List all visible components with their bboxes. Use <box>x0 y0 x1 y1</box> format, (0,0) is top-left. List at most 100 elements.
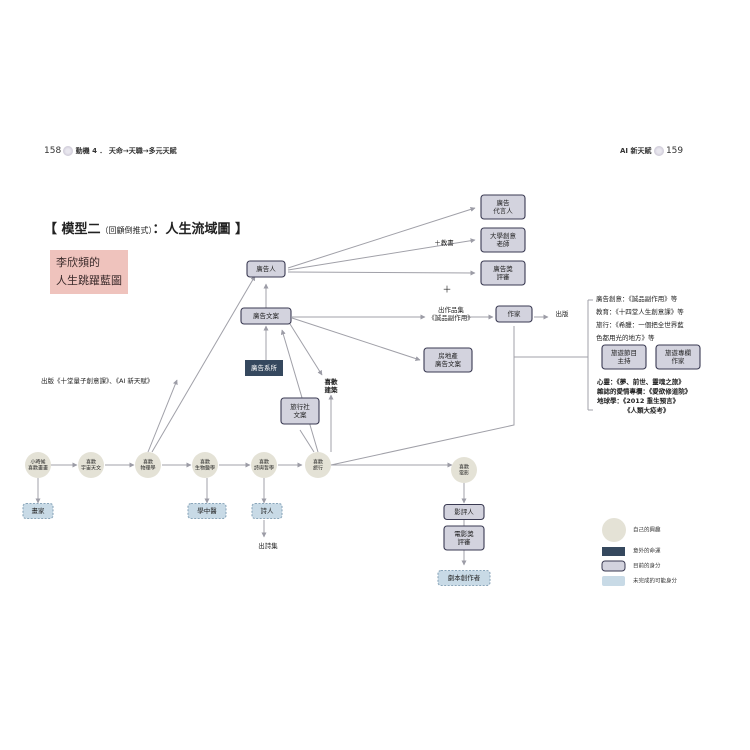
edge-ad-man-to-spokesperson <box>287 206 476 269</box>
annotation-plus: ＋ <box>442 285 451 296</box>
node-painter: 畫家 <box>22 502 54 520</box>
interest-label: 喜歡 <box>259 458 269 465</box>
identity-box <box>443 503 485 521</box>
legend-label: 自己的興趣 <box>633 526 661 534</box>
annotation-like-architecture: 喜歡 <box>325 377 339 386</box>
unrealized-box <box>251 502 283 520</box>
edge-ad-man-to-award-judge <box>287 270 476 276</box>
rosette-ornament-icon <box>63 146 74 156</box>
edge-copy-to-realestate <box>291 317 421 361</box>
connector-lines <box>35 206 593 566</box>
person-label-line: 人生跳躍藍圖 <box>56 274 122 287</box>
book-list-line: 雜誌的愛情專欄：《愛欲修道院》 <box>597 387 691 396</box>
edge-physics-to-publish-left <box>147 379 178 453</box>
unrealized-label: 學中醫 <box>197 506 217 515</box>
interest-circle <box>305 452 331 478</box>
book-list-line: 《人類大疫考》 <box>624 406 670 415</box>
annotation-portfolio: 《誠品副作用》 <box>428 313 474 322</box>
identity-box <box>246 260 286 278</box>
interest-label: 喜歡 <box>143 458 153 465</box>
identity-label: 大學創意 <box>490 231 517 240</box>
edge-writer-to-travel <box>330 326 515 466</box>
identity-label: 作家 <box>508 309 522 318</box>
title-prefix: 【 模型二 <box>44 222 101 237</box>
identity-label: 電影獎 <box>454 529 474 538</box>
book-list-line: 心靈：《夢、前世、靈魂之旅》 <box>597 377 685 386</box>
identity-box <box>423 347 473 373</box>
identity-box <box>655 344 701 370</box>
legend-label: 未完成的可能身分 <box>633 577 678 585</box>
identity-box <box>495 305 533 323</box>
interest-label: 喜歡 <box>86 458 96 465</box>
interest-label: 喜歡 <box>200 458 210 465</box>
person-label-box: 李欣頻的 人生跳躍藍圖 <box>50 250 128 294</box>
book-list-line: 旅行：《希臘：一個把全世界藍 <box>596 320 684 329</box>
accident-box <box>245 360 283 376</box>
identity-box <box>480 194 526 220</box>
annotation-poetry-collection: 出詩集 <box>258 541 278 550</box>
identity-label: 旅遊專欄 <box>665 348 691 357</box>
diagram-title: 【 模型二（回顧倒推式）：人生流域圖 】 <box>44 218 248 237</box>
legend-swatch-accident <box>602 547 625 556</box>
edge-ad-man-to-teacher <box>287 238 476 271</box>
identity-label: 影評人 <box>454 507 474 516</box>
title-subtitle: （回顧倒推式） <box>100 226 153 235</box>
legend-swatch-interest <box>602 518 626 542</box>
interest-label: 喜歡 <box>313 458 323 465</box>
left-running-title: 動機 4 ． 天命→天職→多元天賦 <box>75 147 177 155</box>
book-list-line: 廣告創意：《誠品副作用》等 <box>596 294 678 303</box>
node-film-critic: 影評人 <box>443 503 485 521</box>
diagram-nodes: 小時候喜歡畫畫喜歡宇宙天文喜歡物理學喜歡生物醫學喜歡詩與哲學喜歡旅行喜歡電影畫家… <box>22 194 701 587</box>
person-label-line: 李欣頻的 <box>56 256 100 269</box>
identity-label: 廣告獎 <box>493 264 513 273</box>
interest-label: 喜歡畫畫 <box>28 465 48 472</box>
identity-label: 代言人 <box>493 206 513 215</box>
identity-label: 評審 <box>497 272 511 281</box>
edge-copy-to-architecture <box>289 323 323 376</box>
left-page-number: 158 <box>44 146 62 156</box>
unrealized-box <box>437 569 491 587</box>
identity-label: 作家 <box>672 356 686 365</box>
unrealized-box <box>22 502 54 520</box>
identity-label: 文案 <box>294 410 308 419</box>
right-running-title: AI 新天賦 <box>620 147 652 155</box>
interest-circle <box>25 452 51 478</box>
accident-label: 廣告系所 <box>251 363 278 372</box>
right-page-number: 159 <box>665 146 684 156</box>
node-writer: 作家 <box>495 305 533 323</box>
interest-label: 小時候 <box>30 458 45 465</box>
node-ad-copywriter: 廣告文案 <box>240 307 292 325</box>
identity-box <box>601 344 647 370</box>
identity-label: 房地產 <box>438 351 458 360</box>
node-advertising-dept: 廣告系所 <box>245 360 283 376</box>
left-page-header: 158 動機 4 ． 天命→天職→多元天賦 <box>44 146 177 156</box>
identity-label: 廣告人 <box>256 264 276 273</box>
interest-label: 宇宙天文 <box>81 465 101 472</box>
annotation-publish-quantum: 出版《十堂量子創意課》、《AI 新天賦》 <box>41 376 153 385</box>
identity-box <box>240 307 292 325</box>
node-screenwriter: 劇本創作者 <box>437 569 491 587</box>
legend-label: 意外的命運 <box>633 547 661 555</box>
identity-label: 主持 <box>618 356 632 365</box>
interest-label: 詩與哲學 <box>254 465 274 472</box>
book-list-line: 地球學：《2012 重生預言》 <box>597 396 679 405</box>
identity-box <box>480 260 526 286</box>
unrealized-label: 畫家 <box>32 506 46 515</box>
identity-label: 廣告文案 <box>253 311 280 320</box>
interest-circle <box>135 452 161 478</box>
